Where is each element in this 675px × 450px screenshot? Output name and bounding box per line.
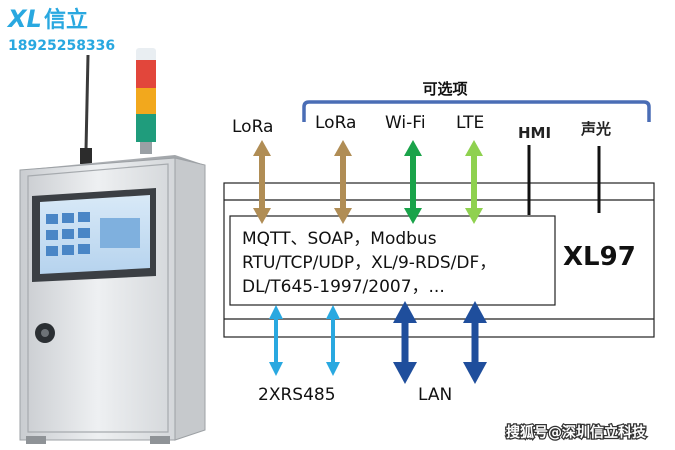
lte-arrow — [465, 140, 483, 224]
optional-bracket — [302, 100, 651, 122]
device-model-label: XL97 — [563, 242, 636, 272]
lora-arrow — [334, 140, 352, 224]
antenna-icon — [84, 54, 90, 151]
protocol-box — [229, 215, 556, 306]
device-block: MQTT、SOAP，Modbus RTU/TCP/UDP，XL/9-RDS/DF… — [223, 182, 655, 338]
label-lora-left: LoRa — [232, 117, 273, 137]
label-lan: LAN — [418, 385, 452, 405]
label-wifi: Wi-Fi — [385, 113, 426, 133]
arrows-layer — [253, 140, 487, 384]
optional-group: 可选项 — [302, 80, 651, 122]
rs485-arrow-2 — [326, 305, 340, 376]
logo-brand: XL — [6, 5, 42, 33]
wifi-arrow — [404, 140, 422, 224]
signal-tower-icon — [136, 48, 156, 154]
logo-brand-cn: 信立 — [44, 7, 88, 33]
label-rs485: 2XRS485 — [258, 385, 336, 405]
label-hmi: HMI — [518, 124, 551, 142]
lora-left-arrow — [253, 140, 271, 224]
watermark: 搜狐号@深圳信立科技 — [505, 423, 648, 443]
protocol-line-3: DL/T645-1997/2007，... — [242, 277, 445, 297]
lan-arrow-1 — [393, 301, 417, 384]
label-lora: LoRa — [315, 113, 356, 133]
optional-label: 可选项 — [422, 80, 467, 98]
watermark-text: 搜狐号@深圳信立科技 — [506, 424, 647, 441]
lan-arrow-2 — [463, 301, 487, 384]
cabinet-illustration — [19, 48, 206, 444]
label-sound-light: 声光 — [580, 120, 611, 138]
label-lte: LTE — [456, 113, 484, 133]
logo: XL 信立 18925258336 — [6, 5, 115, 54]
logo-phone: 18925258336 — [8, 38, 115, 54]
protocol-line-2: RTU/TCP/UDP，XL/9-RDS/DF， — [242, 253, 496, 273]
protocol-line-1: MQTT、SOAP，Modbus — [242, 229, 437, 249]
rs485-arrow-1 — [269, 305, 283, 376]
